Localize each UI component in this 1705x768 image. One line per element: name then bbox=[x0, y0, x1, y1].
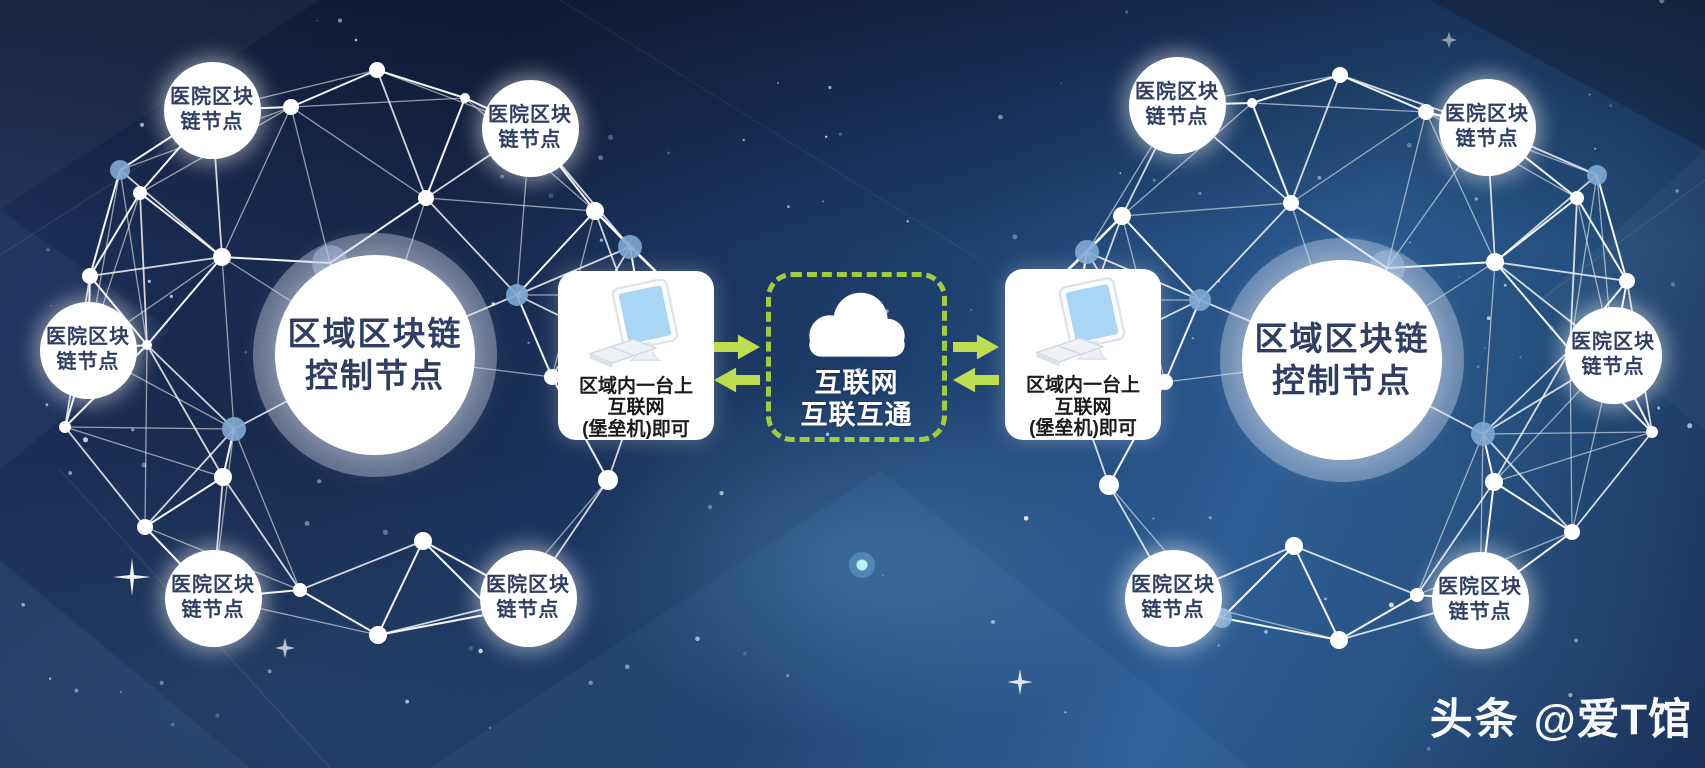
hospital-node-line2: 链节点 bbox=[1141, 599, 1205, 621]
hospital-node: 医院区块 链节点 bbox=[1128, 56, 1226, 154]
internet-box-text: 互联网 互联互通 bbox=[801, 367, 913, 431]
cloud-icon bbox=[808, 292, 905, 357]
hospital-node: 医院区块 链节点 bbox=[1564, 306, 1662, 404]
hospital-node-line1: 医院区块 bbox=[1135, 81, 1219, 103]
hospital-node: 医院区块 链节点 bbox=[481, 79, 579, 177]
hospital-node-line1: 医院区块 bbox=[488, 104, 572, 126]
hospital-node-line2: 链节点 bbox=[496, 599, 560, 621]
hospital-node: 医院区块 链节点 bbox=[479, 549, 577, 647]
hospital-node-line2: 链节点 bbox=[1145, 106, 1209, 128]
hospital-node-line1: 医院区块 bbox=[1131, 574, 1215, 596]
hospital-node-line2: 链节点 bbox=[56, 351, 120, 373]
bastion-box-left-text: 区域内一台上 互联网 (堡垒机)即可 bbox=[579, 376, 693, 441]
hospital-node-line1: 医院区块 bbox=[1438, 576, 1522, 598]
bastion-box-left: 区域内一台上 互联网 (堡垒机)即可 bbox=[558, 271, 714, 440]
hospital-node-line2: 链节点 bbox=[1448, 601, 1512, 623]
hospital-node-line1: 医院区块 bbox=[46, 326, 130, 348]
right-control-node-line1: 区域区块链 bbox=[1254, 320, 1430, 357]
left-control-node-line1: 区域区块链 bbox=[287, 315, 463, 352]
computer-icon bbox=[587, 279, 679, 368]
left-control-node-line2: 控制节点 bbox=[305, 357, 445, 394]
watermark: 头条 @爱T馆 bbox=[1430, 696, 1692, 744]
hospital-node-line2: 链节点 bbox=[1581, 356, 1645, 378]
hospital-node-line1: 医院区块 bbox=[170, 86, 254, 108]
internet-text-line1: 互联网 bbox=[814, 368, 899, 398]
bastion-text-line2: 互联网 bbox=[607, 397, 665, 418]
hospital-node-line2: 链节点 bbox=[180, 111, 244, 133]
internet-box: 互联网 互联互通 bbox=[766, 272, 947, 442]
bastion-text-line3: (堡垒机)即可 bbox=[582, 418, 690, 440]
right-control-node: 区域区块链 控制节点 bbox=[1242, 260, 1442, 460]
computer-icon bbox=[1034, 277, 1126, 367]
watermark-handle: @爱T馆 bbox=[1533, 696, 1692, 744]
bastion-text-line1: 区域内一台上 bbox=[1025, 375, 1140, 396]
hospital-node: 医院区块 链节点 bbox=[1438, 78, 1536, 176]
bastion-text-line3: (堡垒机)即可 bbox=[1029, 418, 1137, 439]
right-control-node-line2: 控制节点 bbox=[1272, 362, 1412, 399]
hospital-node-line1: 医院区块 bbox=[1445, 103, 1529, 125]
bastion-box-right-text: 区域内一台上 互联网 (堡垒机)即可 bbox=[1026, 375, 1140, 440]
hospital-node-line1: 医院区块 bbox=[171, 574, 255, 596]
hospital-node: 医院区块 链节点 bbox=[1431, 551, 1529, 649]
bastion-text-line1: 区域内一台上 bbox=[578, 375, 693, 397]
watermark-brand: 头条 bbox=[1429, 696, 1520, 744]
hospital-node-line2: 链节点 bbox=[181, 599, 245, 621]
bastion-box-right: 区域内一台上 互联网 (堡垒机)即可 bbox=[1005, 269, 1161, 440]
hospital-node-line1: 医院区块 bbox=[486, 574, 570, 596]
hospital-node: 医院区块 链节点 bbox=[39, 301, 137, 399]
hospital-node: 医院区块 链节点 bbox=[164, 549, 262, 647]
bastion-text-line2: 互联网 bbox=[1054, 396, 1112, 418]
hospital-node-line2: 链节点 bbox=[1455, 128, 1519, 150]
hospital-node-line2: 链节点 bbox=[498, 129, 562, 151]
hospital-node-line1: 医院区块 bbox=[1571, 331, 1655, 353]
internet-text-line2: 互联互通 bbox=[800, 400, 913, 430]
hospital-node: 医院区块 链节点 bbox=[1124, 549, 1222, 647]
left-control-node: 区域区块链 控制节点 bbox=[275, 255, 475, 455]
hospital-node: 医院区块 链节点 bbox=[163, 61, 261, 159]
